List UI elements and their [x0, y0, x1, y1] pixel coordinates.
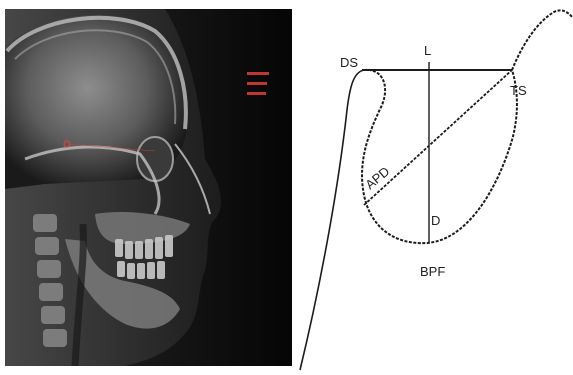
label-apd: APD	[362, 164, 392, 193]
outer-contour-line	[300, 70, 364, 370]
upper-right-contour	[512, 10, 573, 70]
diagram-svg: DS L TS APD D BPF	[292, 0, 573, 375]
label-ts: TS	[510, 83, 527, 98]
apd-line	[364, 70, 512, 205]
xray-image	[5, 9, 292, 366]
label-bpf: BPF	[420, 264, 445, 279]
label-ds: DS	[340, 55, 358, 70]
cephalometric-xray	[5, 9, 292, 366]
diagram-panel: DS L TS APD D BPF	[292, 0, 573, 375]
label-d: D	[431, 213, 440, 228]
label-l: L	[424, 43, 431, 58]
